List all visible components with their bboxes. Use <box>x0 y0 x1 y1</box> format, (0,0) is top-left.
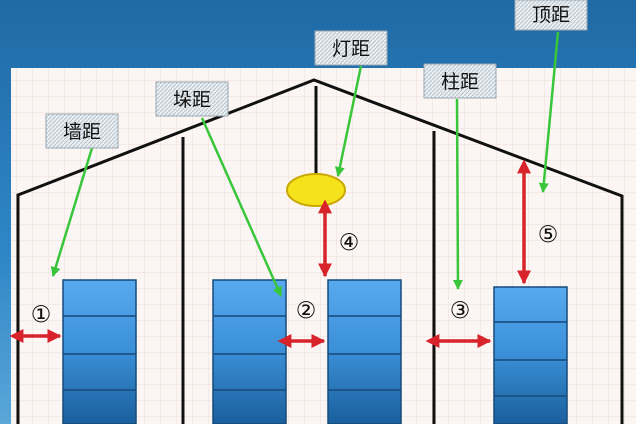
label-stack-text: 垛距 <box>173 89 211 111</box>
leader-wall <box>50 147 94 277</box>
label-column-distance: 柱距 <box>423 63 497 99</box>
lamp <box>286 173 346 207</box>
marker-1: ① <box>31 302 52 328</box>
label-column-text: 柱距 <box>441 71 479 93</box>
label-lamp-text: 灯距 <box>332 38 370 60</box>
goods-stack-3 <box>327 279 402 424</box>
label-top-distance: 顶距 <box>514 0 588 31</box>
label-wall-distance: 墙距 <box>45 113 119 149</box>
leader-stack <box>200 117 283 297</box>
marker-5: ⑤ <box>538 222 559 248</box>
goods-stack-4 <box>493 286 568 424</box>
goods-stack-2 <box>212 279 287 424</box>
leader-top <box>538 31 560 193</box>
dimension-arrows <box>9 159 531 348</box>
label-stack-distance: 垛距 <box>155 81 229 117</box>
marker-4: ④ <box>339 230 360 256</box>
leader-lamp <box>334 65 363 177</box>
goods-stack-1 <box>62 279 137 424</box>
leader-lines <box>50 31 560 297</box>
label-wall-text: 墙距 <box>63 121 101 143</box>
leader-column <box>452 98 463 290</box>
marker-2: ② <box>296 298 317 324</box>
roof-line <box>16 78 624 424</box>
marker-3: ③ <box>450 298 471 324</box>
label-top-text: 顶距 <box>532 4 570 26</box>
warehouse-outline <box>16 78 624 424</box>
label-lamp-distance: 灯距 <box>314 30 388 66</box>
